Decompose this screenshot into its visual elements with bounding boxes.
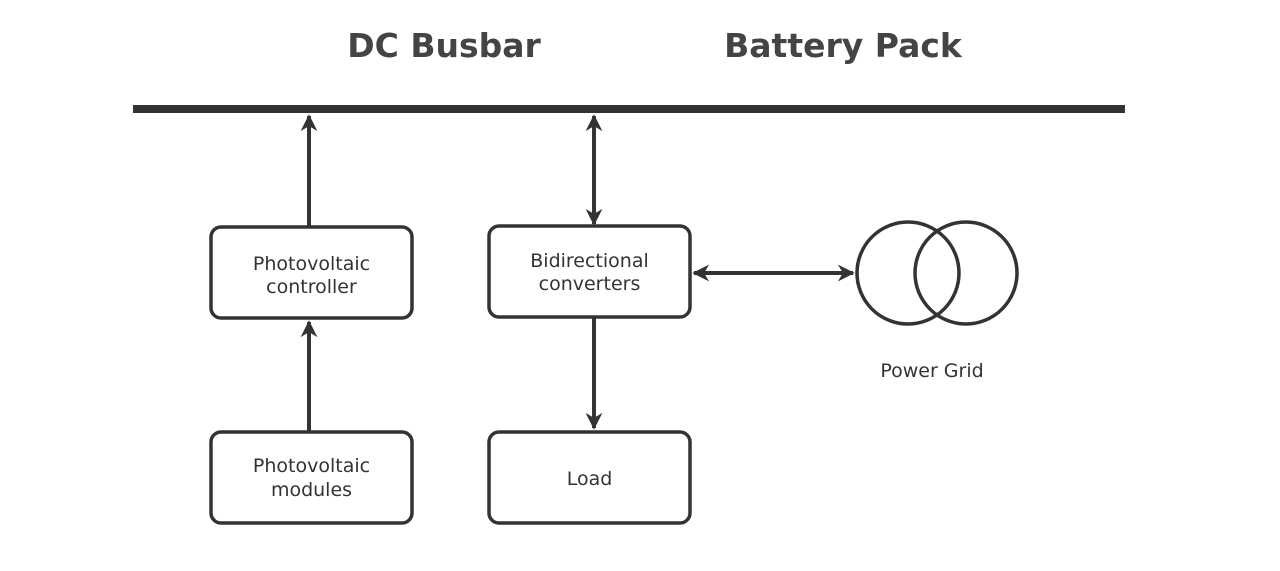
transformer-ring-right [913,220,1019,326]
node-load: Load [487,430,692,525]
bidirectional-converters-box [487,224,692,319]
node-pv-modules: Photovoltaic modules [209,430,414,525]
bidirectional-converters-label-line1: Bidirectional [530,250,649,272]
pv-modules-label-line1: Photovoltaic [253,455,370,477]
load-box [487,430,692,525]
pv-controller-label-line2: controller [266,276,357,298]
power-grid-label: Power Grid [880,360,983,382]
transformer-icon [855,220,1019,326]
pv-controller-label-line1: Photovoltaic [253,253,370,275]
pv-modules-box [209,430,414,525]
load-label: Load [567,468,613,490]
node-power-grid: Power Grid [855,220,1019,382]
heading-battery-pack: Battery Pack [724,26,963,65]
heading-dc-busbar: DC Busbar [347,26,541,65]
bidirectional-converters-label-line2: converters [539,273,641,295]
pv-controller-box [209,225,414,320]
pv-modules-label-line2: modules [271,479,352,501]
transformer-ring-left [855,220,961,326]
node-pv-controller: Photovoltaic controller [209,225,414,320]
node-bidirectional-converters: Bidirectional converters [487,224,692,319]
